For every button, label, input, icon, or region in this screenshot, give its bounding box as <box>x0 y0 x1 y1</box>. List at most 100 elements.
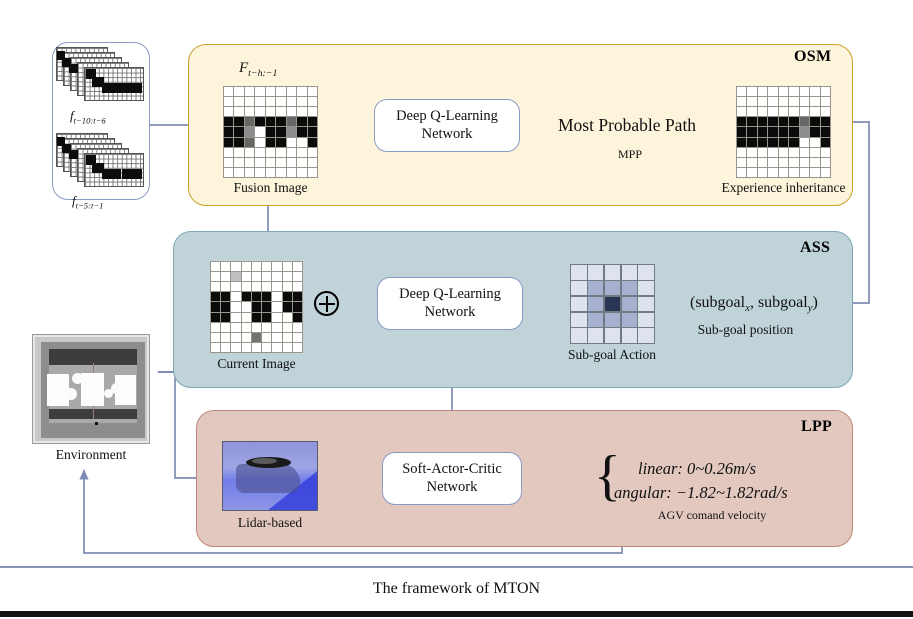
grid-cell <box>789 137 799 147</box>
grid-cell <box>292 262 302 272</box>
current-image-grid <box>210 261 303 353</box>
grid-cell <box>286 107 297 117</box>
grid-cell <box>638 280 654 296</box>
env-obstacle-1 <box>72 373 83 384</box>
mpp-text: Most Probable Path <box>558 115 697 135</box>
grid-cell <box>234 127 244 137</box>
velocity-caption: AGV comand velocity <box>657 508 767 522</box>
grid-cell <box>224 147 234 157</box>
grid-cell <box>820 97 830 107</box>
grid-cell <box>286 87 297 97</box>
grid-cell <box>276 87 286 97</box>
subgoal-position-expression: (subgoalx, subgoaly) <box>690 294 818 315</box>
grid-cell <box>234 167 244 177</box>
grid-cell <box>211 272 221 282</box>
grid-cell <box>747 87 757 97</box>
grid-cell <box>820 117 830 127</box>
grid-cell <box>292 342 302 352</box>
grid-cell <box>286 147 297 157</box>
grid-cell <box>587 312 604 328</box>
grid-cell <box>255 97 265 107</box>
grid-cell <box>262 322 272 332</box>
grid-cell <box>272 322 282 332</box>
grid-cell <box>211 342 221 352</box>
grid-cell <box>799 127 810 137</box>
grid-cell <box>747 157 757 167</box>
grid-cell <box>241 332 251 342</box>
grid-cell <box>757 117 768 127</box>
grid-cell <box>276 127 286 137</box>
osm-dqn-box: Deep Q-Learning Network <box>374 99 520 152</box>
grid-cell <box>255 117 265 127</box>
grid-cell <box>276 147 286 157</box>
grid-cell <box>265 157 276 167</box>
grid-cell <box>282 272 292 282</box>
grid-cell <box>276 107 286 117</box>
grid-cell <box>587 328 604 343</box>
grid-cell <box>224 137 234 147</box>
grid-cell <box>297 147 307 157</box>
grid-cell <box>737 147 747 157</box>
grid-cell <box>231 262 241 272</box>
grid-cell <box>307 107 317 117</box>
grid-cell <box>231 322 241 332</box>
osm-dqn-line1: Deep Q-Learning <box>396 108 498 125</box>
grid-cell <box>282 312 292 322</box>
grid-cell <box>297 157 307 167</box>
grid-cell <box>587 265 604 280</box>
grid-cell <box>234 147 244 157</box>
grid-cell <box>265 87 276 97</box>
grid-cell <box>768 127 778 137</box>
grid-cell <box>307 147 317 157</box>
grid-cell <box>778 157 789 167</box>
grid-cell <box>810 157 820 167</box>
grid-cell <box>571 265 587 280</box>
grid-cell <box>234 107 244 117</box>
grid-cell <box>778 117 789 127</box>
grid-cell <box>621 312 638 328</box>
grid-cell <box>621 328 638 343</box>
grid-cell <box>231 282 241 292</box>
grid-cell <box>757 157 768 167</box>
grid-cell <box>231 302 241 312</box>
grid-cell <box>621 265 638 280</box>
grid-cell <box>297 97 307 107</box>
env-obstacle-3 <box>104 389 113 398</box>
subgoal-position-caption: Sub-goal position <box>697 322 794 337</box>
grid-cell <box>286 167 297 177</box>
grid-cell <box>621 280 638 296</box>
ass-dqn-box: Deep Q-Learning Network <box>377 277 523 330</box>
grid-cell <box>571 280 587 296</box>
grid-cell <box>244 157 255 167</box>
grid-cell <box>307 157 317 167</box>
grid-cell <box>768 137 778 147</box>
grid-cell <box>768 107 778 117</box>
lidar-sensor-disc-inner <box>252 458 277 465</box>
grid-cell <box>799 167 810 177</box>
grid-cell <box>799 97 810 107</box>
grid-cell <box>282 342 292 352</box>
grid-cell <box>282 292 292 302</box>
grid-cell <box>276 117 286 127</box>
grid-cell <box>231 312 241 322</box>
grid-cell <box>234 137 244 147</box>
grid-cell <box>286 157 297 167</box>
grid-cell <box>286 117 297 127</box>
grid-cell <box>221 302 231 312</box>
grid-cell <box>276 167 286 177</box>
grid-cell <box>778 127 789 137</box>
grid-cell <box>224 167 234 177</box>
grid-cell <box>820 167 830 177</box>
grid-cell <box>789 127 799 137</box>
grid-cell <box>638 296 654 312</box>
grid-cell <box>810 137 820 147</box>
current-image-caption: Current Image <box>217 356 296 371</box>
grid-cell <box>820 157 830 167</box>
grid-cell <box>231 272 241 282</box>
grid-cell <box>262 292 272 302</box>
grid-cell <box>211 292 221 302</box>
grid-cell <box>778 97 789 107</box>
grid-cell <box>251 262 262 272</box>
grid-cell <box>224 117 234 127</box>
grid-cell <box>244 107 255 117</box>
